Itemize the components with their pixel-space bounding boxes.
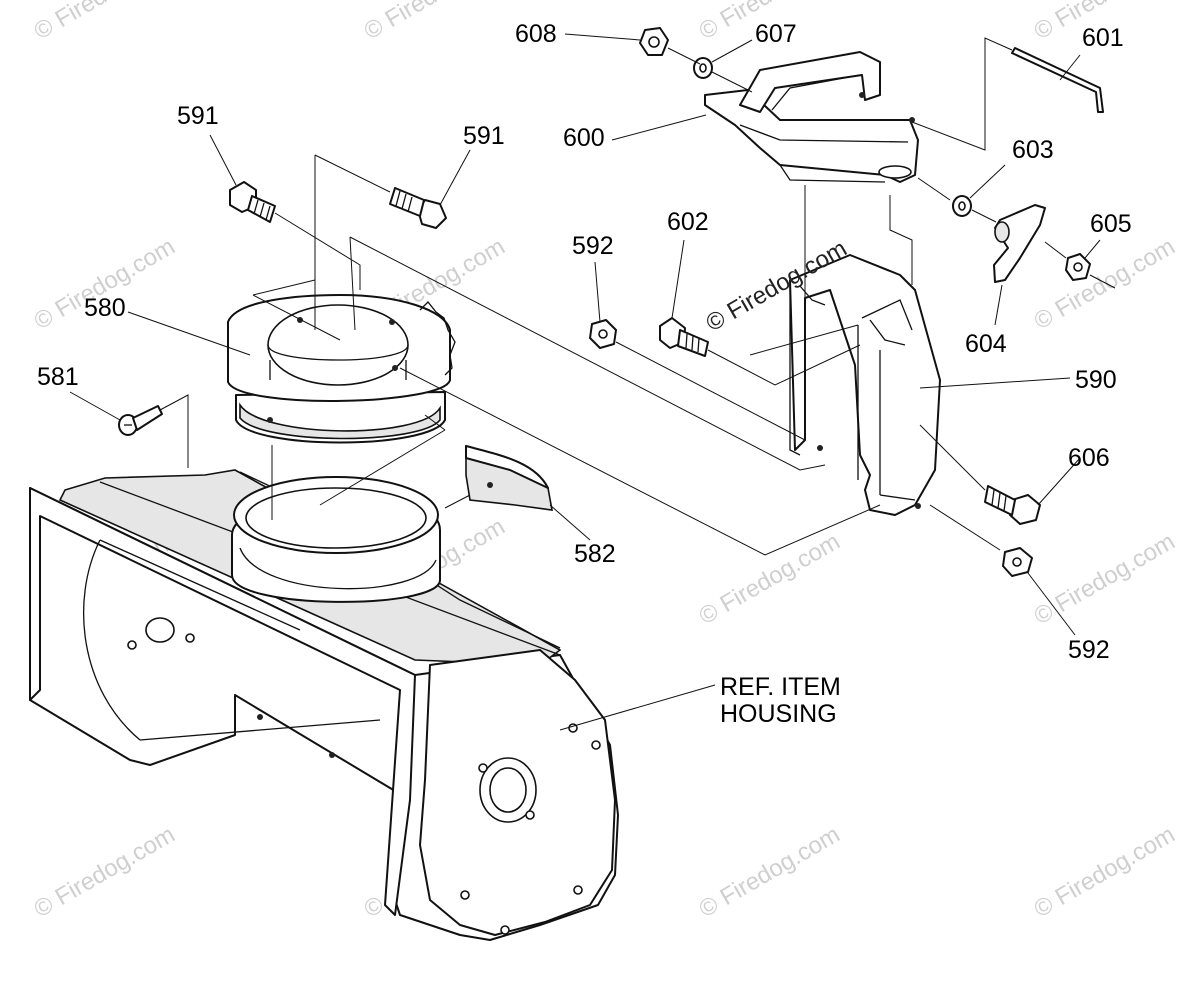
reference-label-line2: HOUSING: [720, 700, 837, 728]
label-605: 605: [1090, 210, 1132, 238]
label-603: 603: [1012, 136, 1054, 164]
label-leaders: [69, 33, 1101, 731]
label-600: 600: [563, 124, 605, 152]
label-580: 580: [84, 294, 126, 322]
label-591-left: 591: [177, 102, 219, 130]
watermark: © Firedog.com: [1030, 821, 1180, 923]
label-608: 608: [515, 20, 557, 48]
hardware: [118, 27, 1091, 577]
part-591-bolt: [389, 187, 447, 229]
label-590: 590: [1075, 366, 1117, 394]
part-labels: 608 607 601 591 591 600 603 602 592 605 …: [37, 20, 1132, 728]
watermark: © Firedog.com: [1030, 528, 1180, 630]
part-590-bracket: [789, 254, 941, 516]
watermark: © Firedog.com: [695, 528, 845, 630]
part-580-chute-ring: [227, 294, 456, 444]
label-581: 581: [37, 363, 79, 391]
part-601-pin: [1011, 47, 1104, 113]
label-592-upper: 592: [572, 232, 614, 260]
part-604-knob: [993, 204, 1046, 283]
label-591-right: 591: [463, 122, 505, 150]
label-607: 607: [755, 20, 797, 48]
part-606-bolt: [984, 485, 1041, 525]
watermark: © Firedog.com: [695, 821, 845, 923]
part-600-chute-handle: [704, 51, 919, 183]
part-602-bolt: [659, 317, 709, 357]
alignment-lines: [159, 37, 1116, 556]
label-606: 606: [1068, 444, 1110, 472]
watermark: © Firedog.com: [30, 821, 180, 923]
watermark: © Firedog.com: [360, 0, 510, 45]
watermark: © Firedog.com: [1030, 233, 1180, 335]
label-601: 601: [1082, 24, 1124, 52]
housing: [29, 469, 619, 941]
watermark: © Firedog.com: [30, 0, 180, 45]
part-591-bolt: [229, 181, 276, 223]
label-592-lower: 592: [1068, 636, 1110, 664]
label-604: 604: [965, 330, 1007, 358]
label-602: 602: [667, 208, 709, 236]
label-582: 582: [574, 540, 616, 568]
part-582-plate: [465, 444, 553, 511]
reference-label-line1: REF. ITEM: [720, 673, 841, 701]
part-581-screw: [118, 405, 163, 436]
